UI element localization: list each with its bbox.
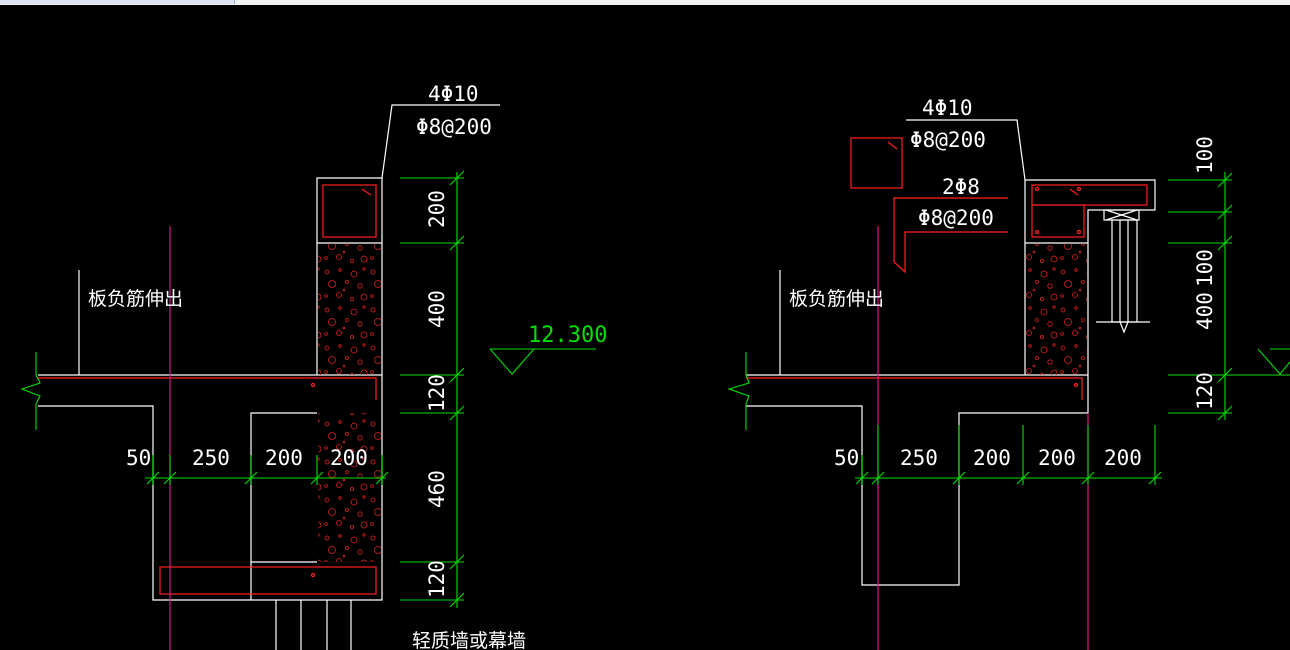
left-hdim-1: 50 <box>126 446 151 470</box>
left-vdim-1: 200 <box>425 190 449 228</box>
right-section-detail: 板负筋伸出 4Φ10 Φ8@200 2Φ8 Φ8@200 100 100 400… <box>727 96 1290 650</box>
right-parapet-outline <box>1024 179 1156 375</box>
left-horizontal-dimension <box>145 455 389 485</box>
left-rebar-stirrup-label: Φ8@200 <box>416 115 492 139</box>
right-rebar-main2-label: 2Φ8 <box>942 175 980 199</box>
right-rebar-stirrup-label: Φ8@200 <box>910 128 986 152</box>
right-beam-outline <box>746 405 1025 586</box>
right-rebar-main-label: 4Φ10 <box>922 96 973 120</box>
right-hdim-1: 50 <box>834 446 859 470</box>
right-top-rebar <box>1031 184 1148 206</box>
cad-drawing-canvas[interactable]: 板负筋伸出 4Φ10 Φ8@200 200 400 120 460 120 12… <box>0 5 1290 650</box>
left-vdim-5: 120 <box>425 560 449 598</box>
left-elevation-label: 12.300 <box>528 323 607 348</box>
right-hdim-2: 250 <box>900 446 938 470</box>
left-vdim-2: 400 <box>425 290 449 328</box>
right-window-frame <box>1096 209 1150 334</box>
right-break-symbol <box>727 352 750 430</box>
left-rebar-leader <box>381 104 500 179</box>
left-parapet-cage <box>322 184 377 238</box>
left-hdim-3: 200 <box>265 446 303 470</box>
left-masonry-hatch-lower <box>318 413 381 562</box>
window-top-bar <box>0 0 1290 5</box>
right-vdim-outer-2: 120 <box>1193 372 1217 410</box>
right-rebar-leader-2 <box>893 197 1008 274</box>
right-slab-note: 板负筋伸出 <box>789 288 884 310</box>
right-hdim-5: 200 <box>1104 446 1142 470</box>
left-bottom-note: 轻质墙或幕墙 <box>412 630 526 650</box>
right-vdim-outer-1: 400 <box>1193 292 1217 330</box>
right-slab-outline <box>746 374 1089 414</box>
left-masonry-hatch-upper <box>318 244 381 375</box>
left-hdim-4: 200 <box>330 446 368 470</box>
right-section-symbol-box <box>850 137 903 189</box>
right-horizontal-dimension <box>855 425 1162 485</box>
left-opening-line <box>250 412 317 600</box>
right-hdim-4: 200 <box>1038 446 1076 470</box>
left-section-detail: 板负筋伸出 4Φ10 Φ8@200 200 400 120 460 120 12… <box>20 82 607 650</box>
right-vertical-dimension <box>1168 172 1290 421</box>
left-slab-rebar <box>38 377 377 400</box>
left-vdim-4: 460 <box>425 470 449 508</box>
left-beam-rebar <box>159 566 377 595</box>
right-slab-rebar <box>746 377 1083 400</box>
left-slab-note: 板负筋伸出 <box>88 288 183 310</box>
left-elevation-marker <box>489 348 596 375</box>
right-parapet-cage <box>1031 204 1085 238</box>
left-vdim-3: 120 <box>425 374 449 412</box>
left-break-symbol <box>20 352 41 430</box>
right-masonry-hatch <box>1026 244 1087 375</box>
left-rebar-main-label: 4Φ10 <box>428 82 479 106</box>
right-rebar-leader-1 <box>906 119 1026 181</box>
right-vdim-inner-2: 100 <box>1193 249 1217 287</box>
right-hdim-3: 200 <box>973 446 1011 470</box>
right-elevation-marker <box>1257 348 1290 375</box>
left-vertical-dimension <box>400 170 465 608</box>
right-rebar-stirrup2-label: Φ8@200 <box>918 206 994 230</box>
left-hdim-2: 250 <box>192 446 230 470</box>
window-tab[interactable] <box>0 0 235 4</box>
right-vdim-inner-1: 100 <box>1193 136 1217 174</box>
left-parapet-outline <box>316 177 383 375</box>
